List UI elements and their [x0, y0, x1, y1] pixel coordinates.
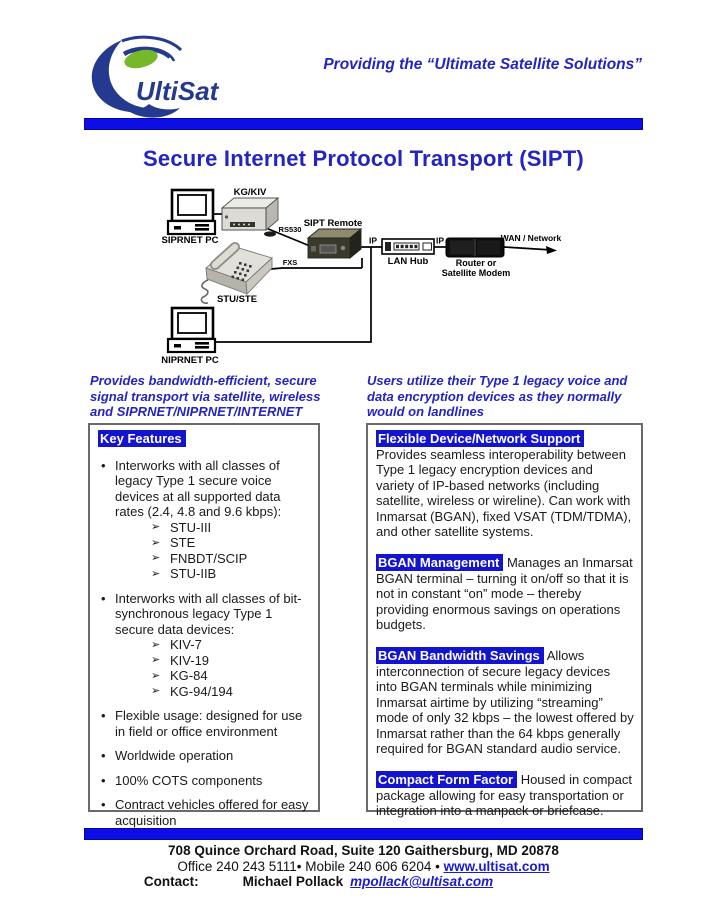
feature-subitem: STU-IIB: [151, 566, 311, 582]
ip-left-label: IP: [369, 236, 377, 246]
niprnet-pc-label: NIPRNET PC: [161, 355, 219, 366]
footer-phone-numbers: Office 240 243 5111• Mobile 240 606 6204…: [177, 858, 444, 874]
contact-name: Michael Pollack: [242, 874, 344, 889]
wan-arrowhead-icon: [546, 246, 557, 254]
feature-item-text: Interworks with all classes of bit-synch…: [115, 590, 302, 637]
footer-rule-bar: [84, 828, 643, 840]
info-section-heading: Compact Form Factor: [376, 771, 518, 788]
contact-email-link[interactable]: mpollack@ultisat.com: [350, 874, 494, 889]
ultisat-logo: UltiSat: [91, 35, 220, 118]
header-rule-bar: [84, 118, 643, 130]
siprnet-pc-icon: [166, 188, 217, 236]
feature-item-text: Flexible usage: designed for use in fiel…: [115, 708, 303, 739]
info-section: BGAN Bandwidth Savings Allows interconne…: [376, 647, 634, 757]
router-modem-icon: [445, 237, 505, 258]
sipt-remote-label: SIPT Remote: [304, 218, 363, 229]
feature-item-text: Contract vehicles offered for easy acqui…: [115, 797, 309, 828]
info-section-body: Provides seamless interoperability betwe…: [376, 446, 632, 540]
lan-hub-label: LAN Hub: [388, 256, 429, 267]
feature-item: Contract vehicles offered for easy acqui…: [98, 797, 311, 828]
key-features-panel: Key Features Interworks with all classes…: [88, 423, 320, 828]
feature-sublist: STU-IIISTEFNBDT/SCIPSTU-IIB: [151, 520, 311, 582]
key-features-list: Interworks with all classes of legacy Ty…: [98, 458, 311, 829]
info-section-body: Manages an Inmarsat BGAN terminal – turn…: [376, 555, 633, 632]
niprnet-pc-icon: [166, 306, 217, 354]
kg-kiv-device-icon: [220, 197, 280, 237]
connection-lines: [214, 213, 553, 343]
info-section: BGAN Management Manages an Inmarsat BGAN…: [376, 554, 634, 633]
feature-item-text: Interworks with all classes of legacy Ty…: [115, 457, 282, 520]
footer-phones-line: Office 240 243 5111• Mobile 240 606 6204…: [84, 859, 643, 875]
feature-subitem: KG-84: [151, 668, 311, 684]
feature-subitem: FNBDT/SCIP: [151, 551, 311, 567]
feature-item: Flexible usage: designed for use in fiel…: [98, 708, 311, 739]
key-features-heading: Key Features: [98, 430, 186, 447]
contact-label: Contact:: [143, 874, 199, 889]
feature-item-text: Worldwide operation: [115, 748, 234, 763]
info-section-body: Housed in compact package allowing for e…: [376, 772, 632, 818]
feature-sublist: KIV-7KIV-19KG-84KG-94/194: [151, 637, 311, 699]
logo-wordmark: UltiSat: [136, 76, 220, 106]
feature-item: Interworks with all classes of bit-synch…: [98, 591, 311, 700]
feature-item-text: 100% COTS components: [115, 772, 263, 788]
info-section-heading: Flexible Device/Network Support: [376, 430, 585, 447]
info-section: Compact Form Factor Housed in compact pa…: [376, 771, 634, 819]
info-section-heading: BGAN Bandwidth Savings: [376, 647, 544, 664]
router-label-line2: Satellite Modem: [442, 268, 511, 278]
footer-contact-line: Contact: Michael Pollack mpollack@ultisat.…: [39, 874, 598, 890]
kg-kiv-label: KG/KIV: [234, 187, 267, 198]
siprnet-pc-label: SIPRNET PC: [161, 235, 218, 246]
feature-subitem: KIV-19: [151, 653, 311, 669]
tagline: Providing the “Ultimate Satellite Soluti…: [323, 56, 642, 73]
feature-item: 100% COTS components: [98, 773, 311, 789]
footer: 708 Quince Orchard Road, Suite 120 Gaith…: [84, 843, 643, 890]
intro-paragraph-right: Users utilize their Type 1 legacy voice …: [367, 373, 628, 419]
router-label-line1: Router or: [456, 258, 497, 268]
rs530-label: RS530: [279, 225, 302, 234]
feature-subitem: KG-94/194: [151, 684, 311, 700]
stu-ste-label: STU/STE: [217, 294, 257, 305]
sipt-remote-device-icon: [306, 228, 363, 259]
wan-network-label: WAN / Network: [501, 233, 562, 243]
lan-hub-icon: [381, 238, 435, 255]
website-link[interactable]: www.ultisat.com: [443, 858, 550, 874]
page-title: Secure Internet Protocol Transport (SIPT…: [143, 146, 584, 171]
stu-ste-phone-icon: [200, 242, 273, 304]
feature-subitem: KIV-7: [151, 637, 311, 653]
info-section-heading: BGAN Management: [376, 554, 504, 571]
footer-address: 708 Quince Orchard Road, Suite 120 Gaith…: [168, 843, 559, 858]
feature-subitem: STU-III: [151, 520, 311, 536]
ip-right-label: IP: [436, 236, 444, 246]
feature-subitem: STE: [151, 535, 311, 551]
info-section-body: Allows interconnection of secure legacy …: [376, 648, 634, 756]
feature-item: Worldwide operation: [98, 748, 311, 764]
intro-paragraph-left: Provides bandwidth-efficient, secure sig…: [90, 373, 321, 419]
feature-item: Interworks with all classes of legacy Ty…: [98, 458, 311, 582]
network-diagram: SIPRNET PC KG/KIV RS530: [161, 187, 562, 366]
logo-swoosh-icon: [91, 35, 183, 118]
fxs-label: FXS: [283, 258, 298, 267]
